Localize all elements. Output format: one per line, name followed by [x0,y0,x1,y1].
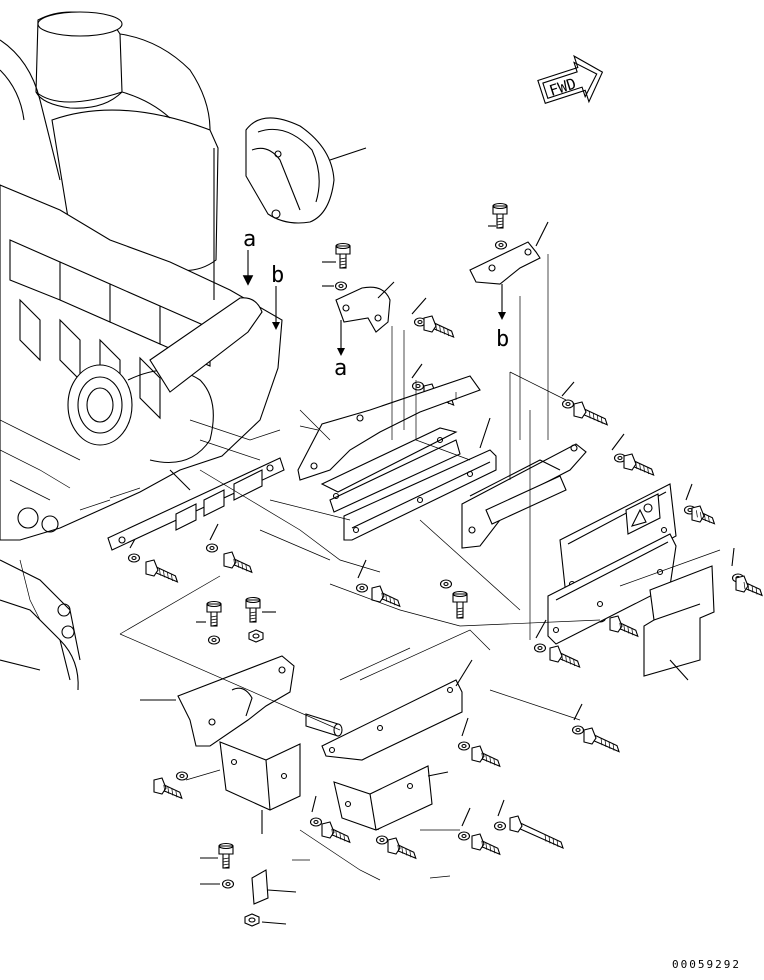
bolt [245,596,261,623]
rail-upper-left [320,427,461,513]
bolt [471,745,501,768]
bolt [321,821,351,844]
plate-upper-right [461,443,587,549]
reference-lines [79,200,721,881]
washer [493,821,507,831]
spacer-tube [305,713,343,737]
panel-right [559,483,677,597]
bar-lower-left [107,457,285,551]
bolt [735,575,763,597]
bracket-a [335,281,395,333]
panel-lower-right [547,533,677,645]
bolt [423,315,455,339]
washer [221,879,235,889]
washer [411,381,425,391]
washer [457,831,471,841]
washer [334,281,348,291]
bolt [206,600,222,627]
washer [205,543,219,553]
washer [533,643,547,653]
drawing-number: 00059292 [672,958,741,971]
bolt [387,837,417,860]
bolt [623,453,655,477]
washer [494,240,508,250]
view-label-a-bottom: a [334,356,347,381]
bracket-lower-center [321,659,473,761]
bolt [452,590,468,619]
cover-plate-right [643,565,715,681]
bolt [145,559,179,583]
washer [571,725,585,735]
plate-upper-left [297,375,481,481]
small-clip [251,869,297,905]
bolt [218,842,234,869]
air-duct-cover [245,117,367,224]
bolt [471,833,501,856]
bolt [609,615,639,638]
nut [248,629,264,643]
washer [457,741,471,751]
bolt [153,777,183,800]
washer [207,635,221,645]
nut [244,913,260,927]
view-label-a-top: a [243,227,256,252]
bolt [573,401,609,426]
washer [561,399,575,409]
bracket-lower-left [140,655,295,747]
washer [309,817,323,827]
fwd-arrow-icon: FWD [537,54,604,104]
bolt [691,505,716,525]
engine-assembly [0,11,283,691]
bolt [549,645,581,669]
bracket-b [469,221,549,285]
bolt [223,551,253,574]
rail-upper-center [343,417,497,541]
bolt [492,202,508,229]
bolt [371,585,401,608]
view-label-b-bottom: b [496,327,509,352]
bracket-lower-right [333,765,449,831]
washer [127,553,141,563]
view-label-b-top: b [271,263,284,288]
bolt [335,242,351,269]
washer [355,583,369,593]
bolt [583,727,620,753]
bracket-lower-vertical [219,741,301,834]
bolt [509,815,564,850]
washer [439,579,453,589]
washer [375,835,389,845]
washer [175,771,189,781]
